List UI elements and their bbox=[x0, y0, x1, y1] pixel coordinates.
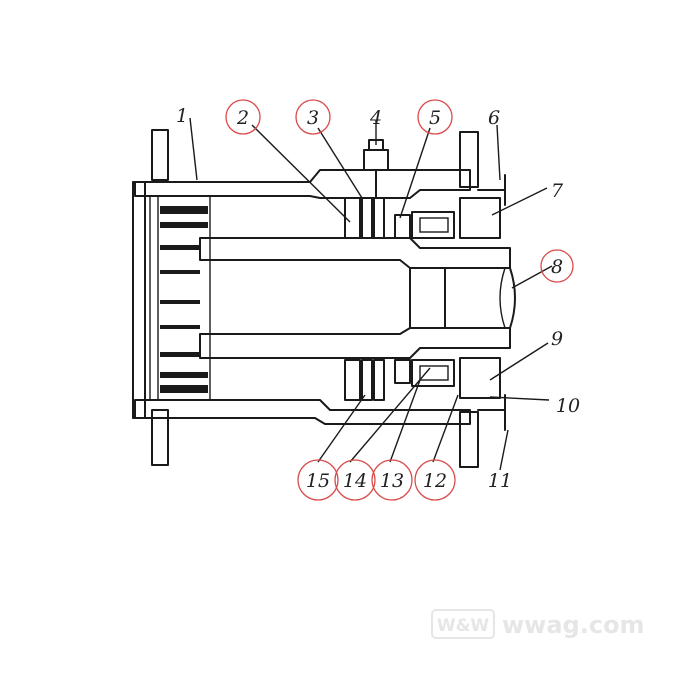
label-4: 4 bbox=[369, 107, 382, 129]
label-15: 15 bbox=[306, 470, 330, 492]
label-3: 3 bbox=[307, 107, 319, 129]
label-5: 5 bbox=[429, 107, 441, 129]
label-12: 12 bbox=[423, 470, 447, 492]
watermark: W&W wwag.com bbox=[431, 609, 645, 639]
grease-fitting bbox=[363, 139, 389, 199]
watermark-domain: wwag.com bbox=[502, 611, 645, 639]
label-14: 14 bbox=[343, 470, 367, 492]
label-9: 9 bbox=[551, 328, 563, 350]
leader-lines bbox=[189, 117, 553, 471]
splines bbox=[149, 195, 211, 401]
bearing-assembly-top bbox=[344, 197, 501, 239]
highlight-circles bbox=[225, 99, 574, 501]
bearing-assembly-bottom bbox=[344, 357, 501, 401]
callout-labels: 1 2 3 4 5 6 7 8 9 10 11 12 13 14 15 bbox=[176, 105, 580, 492]
spindle-tube bbox=[199, 237, 516, 359]
label-13: 13 bbox=[380, 470, 404, 492]
label-8: 8 bbox=[551, 256, 563, 278]
label-10: 10 bbox=[556, 395, 580, 417]
label-1: 1 bbox=[176, 105, 188, 127]
hub-housing bbox=[132, 129, 506, 468]
label-2: 2 bbox=[236, 107, 249, 129]
label-11: 11 bbox=[488, 470, 512, 492]
label-6: 6 bbox=[488, 107, 500, 129]
watermark-logo: W&W bbox=[437, 616, 490, 636]
label-7: 7 bbox=[551, 180, 564, 202]
